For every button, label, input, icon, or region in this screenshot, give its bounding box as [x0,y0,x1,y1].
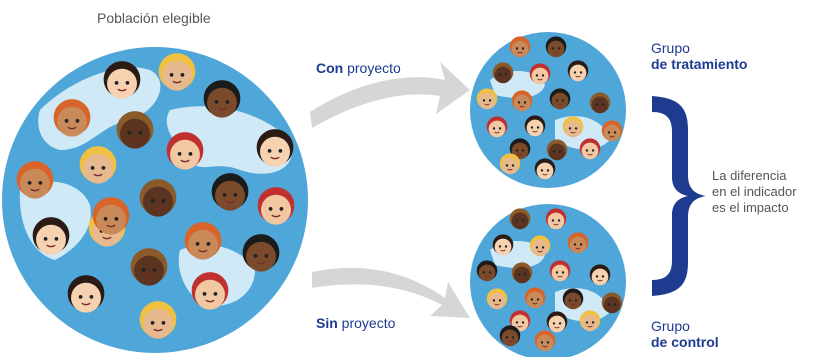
control-line1: Grupo [651,318,690,334]
person-face-icon [545,208,567,230]
person-face-icon [32,217,70,255]
with-project-arrow [310,62,470,128]
person-face-icon [567,60,589,82]
person-face-icon [476,88,498,110]
control-group-label: Grupo de control [651,318,719,350]
person-face-icon [529,235,551,257]
difference-line1: La diferencia [712,168,787,183]
population-title: Población elegible [97,10,211,26]
person-face-icon [499,325,521,347]
difference-brace [652,96,706,296]
person-face-icon [211,173,249,211]
person-face-icon [103,61,141,99]
person-face-icon [524,115,546,137]
person-face-icon [257,187,295,225]
person-face-icon [79,146,117,184]
person-face-icon [486,116,508,138]
person-face-icon [562,288,584,310]
with-project-bold: Con [316,60,344,76]
person-face-icon [191,272,229,310]
treatment-line2: de tratamiento [651,56,748,72]
person-face-icon [166,132,204,170]
person-face-icon [92,197,130,235]
person-face-icon [67,275,105,313]
person-face-icon [509,208,531,230]
person-face-icon [549,88,571,110]
person-face-icon [486,288,508,310]
person-face-icon [546,139,568,161]
person-face-icon [579,138,601,160]
with-project-rest: proyecto [343,60,401,76]
without-project-label: Sin proyecto [316,315,395,331]
difference-line3: es el impacto [712,200,789,215]
person-face-icon [511,90,533,112]
person-face-icon [256,129,294,167]
without-project-arrow [312,267,470,318]
person-face-icon [139,301,177,339]
person-face-icon [184,222,222,260]
without-project-bold: Sin [316,315,338,331]
person-face-icon [116,111,154,149]
person-face-icon [158,53,196,91]
person-face-icon [589,264,611,286]
without-project-rest: proyecto [337,315,396,331]
person-face-icon [534,330,556,352]
person-face-icon [562,116,584,138]
person-face-icon [53,99,91,137]
person-face-icon [16,161,54,199]
person-face-icon [529,63,551,85]
person-face-icon [524,287,546,309]
person-face-icon [511,262,533,284]
person-face-icon [509,138,531,160]
person-face-icon [546,311,568,333]
person-face-icon [203,80,241,118]
person-face-icon [601,120,623,142]
difference-note: La diferencia en el indicador es el impa… [712,168,797,216]
person-face-icon [139,179,177,217]
person-face-icon [476,260,498,282]
person-face-icon [492,234,514,256]
person-face-icon [492,62,514,84]
person-face-icon [579,310,601,332]
person-face-icon [534,158,556,180]
treatment-group-label: Grupo de tratamiento [651,40,747,72]
person-face-icon [589,92,611,114]
person-face-icon [130,248,168,286]
difference-line2: en el indicador [712,184,797,199]
treatment-line1: Grupo [651,40,690,56]
person-face-icon [545,36,567,58]
person-face-icon [242,234,280,272]
person-face-icon [601,292,623,314]
person-face-icon [567,232,589,254]
person-face-icon [549,260,571,282]
with-project-label: Con proyecto [316,60,401,76]
control-line2: de control [651,334,719,350]
person-face-icon [509,36,531,58]
person-face-icon [499,153,521,175]
